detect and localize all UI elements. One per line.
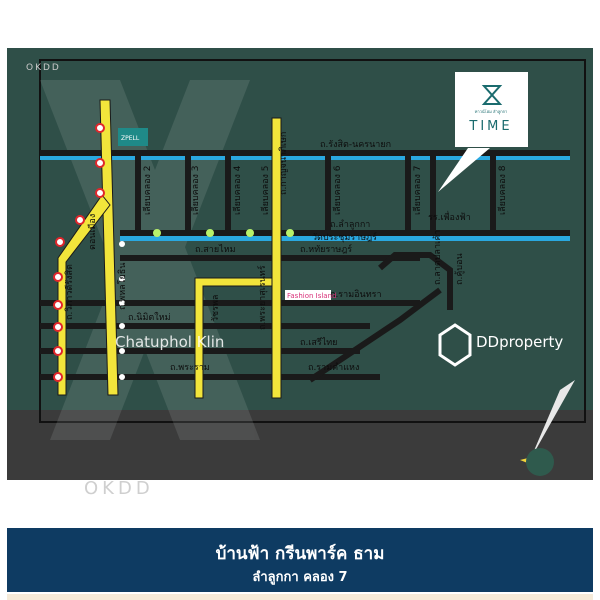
label-middle-road: ถ.ลาดปลาเค้า: [432, 230, 443, 285]
label-nimitmai: ถ.นิมิตใหม่: [128, 312, 171, 323]
map-inner-frame: [39, 59, 586, 423]
road-nimitmai: [40, 323, 370, 329]
fashion-island-label: Fashion Island: [287, 292, 336, 300]
label-canal-6: เลียบคลอง 6: [332, 165, 343, 215]
label-canal-8: เลียบคลอง 8: [497, 165, 508, 215]
label-phraya-suren: ถ.พระยาสุเรนทร์: [256, 265, 268, 330]
label-watpa: วัดประชุมราษฎร์: [312, 231, 377, 243]
highway-phahonyothin: [99, 99, 119, 396]
project-banner: บ้านฟ้า กรีนพาร์ค ธาม ลำลูกกา คลอง 7: [7, 528, 593, 592]
road-lower: [40, 374, 380, 380]
fashion-island-landmark: [285, 290, 331, 300]
label-khlong-sam: ถ.คู้บอน: [454, 253, 465, 285]
project-title: บ้านฟ้า กรีนพาร์ค ธาม: [215, 544, 385, 564]
label-canal-2: เลียบคลอง 2: [142, 166, 153, 216]
zpell-label: ZPELL: [121, 135, 140, 142]
location-map: ถ.รังสิต-นครนายก ถ.ลำลูกกา ถ.สายไหม ถ.หท…: [7, 48, 593, 480]
label-rangsit-nakhonnayok: ถ.รังสิต-นครนายก: [320, 139, 391, 150]
road-lamlukka: [120, 230, 570, 236]
road-ramindra: [40, 300, 420, 306]
station-dots: [119, 241, 125, 380]
ddproperty-text: DDproperty: [476, 333, 563, 351]
label-saimai: ถ.สายไหม: [195, 244, 236, 255]
ddproperty-logo-icon: [438, 323, 472, 367]
label-serithai: ถ.เสรีไทย: [300, 337, 337, 348]
road-diagonal: [308, 287, 442, 383]
ddproperty-watermark: DDproperty: [438, 323, 563, 367]
label-canal-5: เลียบคลอง 5: [260, 166, 271, 216]
time-logo-text: TIME: [468, 119, 512, 134]
project-subtitle: ลำลูกกา คลอง 7: [252, 570, 348, 585]
highways: [57, 99, 282, 399]
label-hathairat: ถ.หทัยราษฎร์: [300, 243, 352, 255]
label-canal-7: เลียบคลอง 7: [412, 166, 423, 216]
okdd-watermark-bottom: OKDD: [84, 478, 154, 499]
label-kanchanaphisek: ถ.กาญจนาภิเษก: [278, 132, 289, 195]
label-canal-4: เลียบคลอง 4: [232, 165, 243, 215]
compass-icon: [520, 380, 575, 476]
hourglass-icon: [481, 85, 503, 105]
label-phaholyothin-lower: ถ.พระราม: [170, 363, 210, 373]
label-vibhavadi: ถ.วิภาวดีรังสิต: [64, 264, 75, 320]
label-canal-3: เลียบคลอง 3: [190, 166, 201, 216]
label-phahonyothin: ถ.พหลโยธิน: [117, 263, 128, 310]
highway-vibhavadi: [57, 194, 111, 396]
agent-watermark: Chatuphol Klin: [115, 333, 224, 351]
label-lower-road: ถ.รามคำแหง: [308, 362, 359, 373]
bts-stations: [53, 123, 105, 382]
okdd-watermark-top: OKDD: [26, 63, 61, 73]
road-loop: [378, 252, 453, 310]
highway-kanchanaphisek: [271, 117, 282, 399]
label-ramindra: ถ.รามอินทรา: [330, 289, 382, 300]
label-school: รร.เพื่องฟ้า: [428, 210, 471, 223]
road-rangsit-nakhonnayok: [40, 150, 570, 156]
time-logo-sub: ทาวน์โฮม ลำลูกกา: [475, 109, 508, 115]
label-donmuang: ดอนเมือง: [87, 214, 98, 250]
time-callout: TIME ทาวน์โฮม ลำลูกกา: [438, 72, 528, 192]
bottom-strip: [7, 594, 593, 600]
canal-line: [40, 155, 570, 160]
road-saimai: [120, 255, 420, 261]
highway-ring: [194, 277, 273, 399]
zpell-landmark: [118, 128, 148, 146]
label-watphra: วัชรพล: [211, 295, 221, 322]
label-lamlukka: ถ.ลำลูกกา: [330, 219, 370, 230]
green-stations: [153, 229, 294, 237]
canal-line-2: [120, 236, 570, 241]
roads-vertical: [135, 156, 496, 230]
